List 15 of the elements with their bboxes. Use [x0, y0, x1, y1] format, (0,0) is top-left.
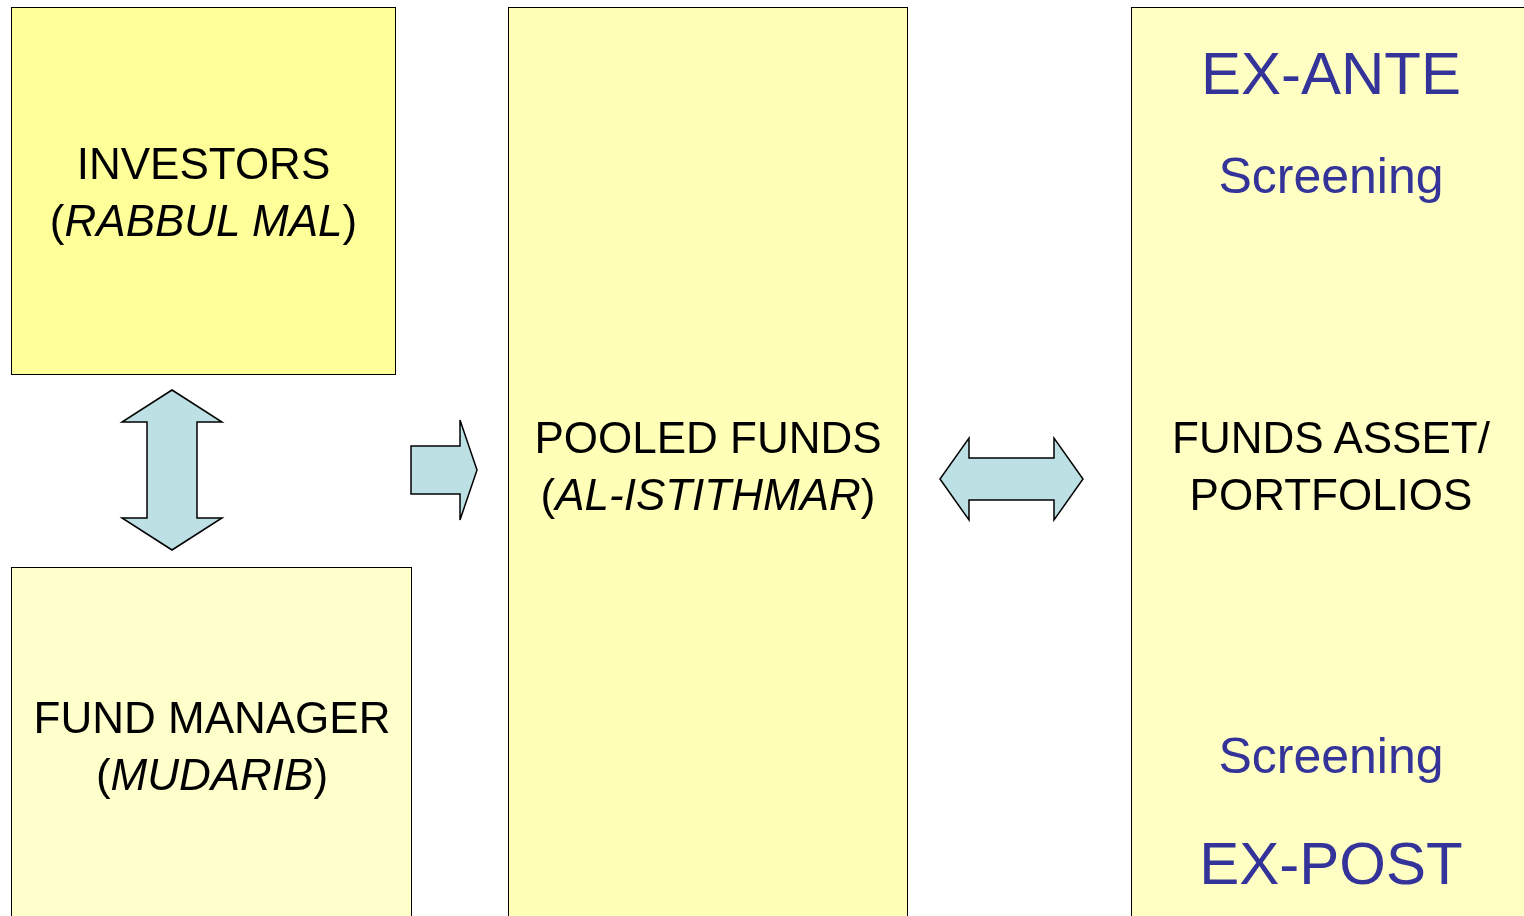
- text-box: [1131, 7, 1524, 916]
- phase-label: EX-ANTE: [1199, 39, 1462, 109]
- box-label: FUND MANAGER (MUDARIB): [32, 691, 392, 801]
- phase-note: Screening: [1217, 146, 1445, 206]
- block-arrow: [410, 419, 478, 521]
- phase-note: Screening: [1217, 726, 1445, 786]
- text-box: [11, 567, 412, 916]
- block-arrow: [119, 389, 225, 551]
- box-label: INVESTORS (RABBUL MAL): [48, 137, 359, 247]
- block-arrow: [939, 435, 1084, 523]
- text-box: [508, 7, 908, 916]
- box-label: FUNDS ASSET/ PORTFOLIOS: [1171, 411, 1491, 521]
- phase-label: EX-POST: [1198, 829, 1464, 899]
- text-box: [11, 7, 396, 375]
- box-label: POOLED FUNDS (AL-ISTITHMAR): [533, 411, 883, 521]
